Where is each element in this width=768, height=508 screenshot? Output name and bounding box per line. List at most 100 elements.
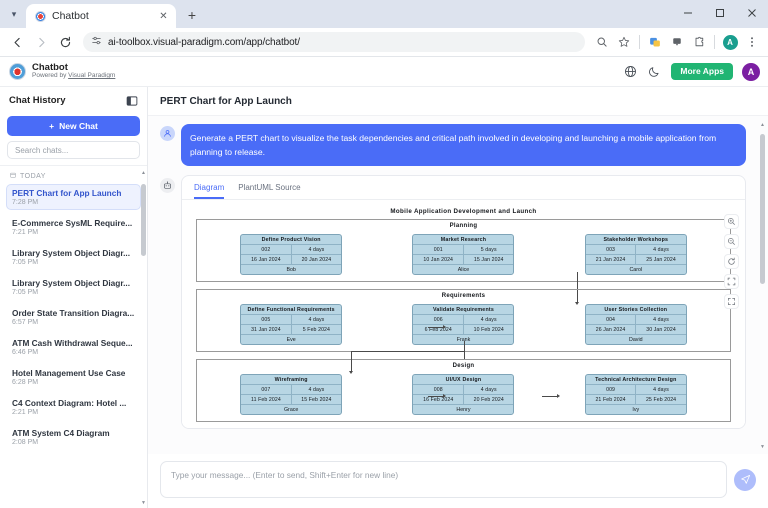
app-root: Chatbot Powered by Visual Paradigm More … xyxy=(0,56,768,508)
address-bar[interactable]: ai-toolbox.visual-paradigm.com/app/chatb… xyxy=(83,32,585,52)
send-button[interactable] xyxy=(734,468,756,491)
chat-item-time: 6:28 PM xyxy=(12,379,39,386)
new-chat-button[interactable]: + New Chat xyxy=(7,116,140,136)
browser-menu-icon[interactable] xyxy=(742,32,762,52)
task-end: 30 Jan 2024 xyxy=(635,325,686,335)
zoom-in-icon[interactable] xyxy=(724,214,739,230)
reset-rotate-icon[interactable] xyxy=(724,254,739,270)
scroll-up-arrow-icon[interactable]: ▲ xyxy=(760,122,765,128)
connector-line xyxy=(350,351,465,353)
task-end: 10 Feb 2024 xyxy=(462,325,514,335)
pert-diagram[interactable]: Mobile Application Development and Launc… xyxy=(182,200,745,429)
tab-plantuml-source[interactable]: PlantUML Source xyxy=(238,183,301,193)
reload-icon[interactable] xyxy=(54,31,76,53)
task-end: 15 Jan 2024 xyxy=(462,255,514,265)
tab-favicon-icon xyxy=(35,10,46,22)
sidebar-chat-item-5[interactable]: ATM Cash Withdrawal Seque... 6:46 PM xyxy=(6,334,141,360)
app-header: Chatbot Powered by Visual Paradigm More … xyxy=(0,57,768,87)
task-start: 16 Feb 2024 xyxy=(423,396,454,403)
profile-avatar[interactable]: A xyxy=(720,32,740,52)
sidebar-chat-item-0[interactable]: PERT Chart for App Launch 7:28 PM xyxy=(6,184,141,210)
task-name: Wireframing xyxy=(274,376,308,383)
sidebar-chat-item-7[interactable]: C4 Context Diagram: Hotel ... 2:21 PM xyxy=(6,394,141,420)
tab-close-icon[interactable]: ✕ xyxy=(159,10,168,22)
fullscreen-icon[interactable] xyxy=(724,294,739,310)
chat-group-today: TODAY xyxy=(6,170,141,184)
sidebar-chat-item-1[interactable]: E-Commerce SysML Require... 7:21 PM xyxy=(6,214,141,240)
sidebar-scrollbar[interactable]: ▲ ▼ xyxy=(141,170,146,506)
task-id: 009 xyxy=(606,386,616,393)
task-name: Define Product Vision xyxy=(261,236,321,243)
clipboard-icon[interactable] xyxy=(667,32,687,52)
task-owner: Henry xyxy=(413,404,514,414)
window-maximize-button[interactable] xyxy=(704,0,736,26)
connector-line xyxy=(576,290,578,304)
panel-collapse-icon[interactable] xyxy=(126,94,138,106)
extensions-puzzle-icon[interactable] xyxy=(689,32,709,52)
task-start: 11 Feb 2024 xyxy=(250,396,281,403)
more-apps-button[interactable]: More Apps xyxy=(671,63,733,80)
task-owner: Frank xyxy=(413,334,514,344)
user-avatar[interactable]: A xyxy=(742,62,760,81)
phase-requirements: Requirements Define Functional Requireme… xyxy=(196,289,731,364)
chat-item-time: 7:21 PM xyxy=(12,229,39,236)
task-owner: David xyxy=(585,334,686,344)
tab-diagram[interactable]: Diagram xyxy=(194,183,225,200)
dark-mode-moon-icon[interactable] xyxy=(647,64,662,79)
browser-tab-chatbot[interactable]: Chatbot ✕ xyxy=(26,4,176,28)
phase-label: Design xyxy=(452,363,475,370)
sidebar-chat-item-3[interactable]: Library System Object Diagr... 7:05 PM xyxy=(6,274,141,300)
task-name: Validate Requirements xyxy=(432,306,494,313)
sidebar-chat-item-6[interactable]: Hotel Management Use Case 6:28 PM xyxy=(6,364,141,390)
scroll-down-arrow-icon[interactable]: ▼ xyxy=(141,500,146,506)
site-settings-icon[interactable] xyxy=(91,35,102,49)
diagram-title: Mobile Application Development and Launc… xyxy=(390,208,537,216)
bookmark-star-icon[interactable] xyxy=(614,32,634,52)
conversation-scroll-thumb[interactable] xyxy=(760,134,765,284)
fit-screen-icon[interactable] xyxy=(724,274,739,290)
conversation-area: Generate a PERT chart to visualize the t… xyxy=(148,115,768,454)
connector-arrow-icon xyxy=(442,394,446,399)
conversation-scrollbar[interactable]: ▲ ▼ xyxy=(760,122,765,450)
search-chats-input[interactable]: Search chats... xyxy=(7,141,140,159)
sidebar-chat-item-2[interactable]: Library System Object Diagr... 7:05 PM xyxy=(6,244,141,270)
scroll-down-arrow-icon[interactable]: ▼ xyxy=(760,444,765,450)
tab-search-chevron-icon[interactable]: ▾ xyxy=(11,8,17,19)
task-id: 004 xyxy=(606,316,616,323)
task-duration: 4 days xyxy=(635,385,686,395)
zoom-out-icon[interactable] xyxy=(724,234,739,250)
card-tabs: Diagram PlantUML Source xyxy=(182,176,745,201)
message-input[interactable]: Type your message... (Enter to send, Shi… xyxy=(160,461,727,498)
sidebar-chat-item-8[interactable]: ATM System C4 Diagram 2:08 PM xyxy=(6,424,141,450)
connector-line xyxy=(350,351,352,373)
chat-item-time: 6:57 PM xyxy=(12,319,39,326)
chat-item-name: ATM Cash Withdrawal Seque... xyxy=(12,338,133,348)
connector-arrow-icon xyxy=(348,371,353,375)
split-screen-icon[interactable] xyxy=(645,32,665,52)
window-minimize-button[interactable] xyxy=(672,0,704,26)
search-placeholder: Search chats... xyxy=(15,145,69,155)
chat-group-label: TODAY xyxy=(20,172,46,180)
window-close-button[interactable] xyxy=(736,0,768,26)
sidebar-chat-item-4[interactable]: Order State Transition Diagra... 6:57 PM xyxy=(6,304,141,330)
sidebar-scroll-thumb[interactable] xyxy=(141,184,146,256)
back-icon[interactable] xyxy=(6,31,28,53)
new-tab-button[interactable]: + xyxy=(187,7,197,23)
visual-paradigm-link[interactable]: Visual Paradigm xyxy=(68,72,116,80)
task-duration: 4 days xyxy=(290,245,342,255)
scroll-up-arrow-icon[interactable]: ▲ xyxy=(141,170,146,176)
chat-item-time: 7:05 PM xyxy=(12,259,39,266)
chat-item-time: 7:28 PM xyxy=(12,199,39,206)
globe-icon[interactable] xyxy=(623,64,638,79)
zoom-search-icon[interactable] xyxy=(592,32,612,52)
